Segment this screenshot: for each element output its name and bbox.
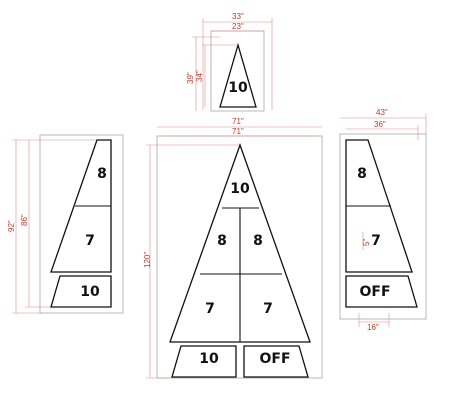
right-top-label: 8: [357, 166, 367, 182]
top-width-inner-text: 23": [232, 22, 244, 31]
left-stencil: 92" 86" 8 7 10: [7, 134, 124, 314]
right-base: [345, 275, 418, 308]
center-base-right: [243, 345, 309, 378]
right-base-label: OFF: [359, 284, 390, 300]
center-top-label: 10: [230, 181, 250, 197]
right-small-text: 5": [362, 239, 371, 246]
right-width-outer-text: 43": [376, 108, 388, 117]
center-low-left-label: 7: [205, 301, 215, 317]
center-low-right-label: 7: [263, 301, 273, 317]
center-base-left-label: 10: [199, 351, 219, 367]
right-stencil: 43" 36" 5" 16" 8 7 OFF: [339, 108, 427, 332]
left-height-outer-text: 92": [7, 220, 16, 232]
center-width-inner-text: 71": [232, 127, 244, 136]
left-base-label: 10: [80, 284, 100, 300]
right-width-inner-text: 36": [374, 120, 386, 129]
center-stencil: 71" 71" 120" 10 8 8 7 7 10 OFF: [143, 117, 323, 379]
top-height-outer-text: 39": [186, 72, 195, 84]
top-stencil: 10 33" 23" 39" 34": [186, 12, 273, 112]
left-mid-label: 7: [85, 233, 95, 249]
center-width-outer-text: 71": [232, 117, 244, 126]
center-mid-left-label: 8: [217, 233, 227, 249]
center-mid-right-label: 8: [253, 233, 263, 249]
center-base-left: [171, 345, 237, 378]
top-width-outer-text: 33": [232, 12, 244, 21]
center-height-text: 120": [143, 252, 152, 268]
left-height-inner-text: 86": [20, 214, 29, 226]
right-mid-label: 7: [371, 233, 381, 249]
center-base-right-label: OFF: [259, 351, 290, 367]
left-base: [50, 275, 112, 308]
top-label: 10: [228, 80, 248, 96]
top-triangle: [219, 42, 257, 108]
top-height-inner-text: 34": [195, 70, 204, 82]
left-top-label: 8: [97, 166, 107, 182]
right-bottom-width-text: 16": [367, 323, 379, 332]
